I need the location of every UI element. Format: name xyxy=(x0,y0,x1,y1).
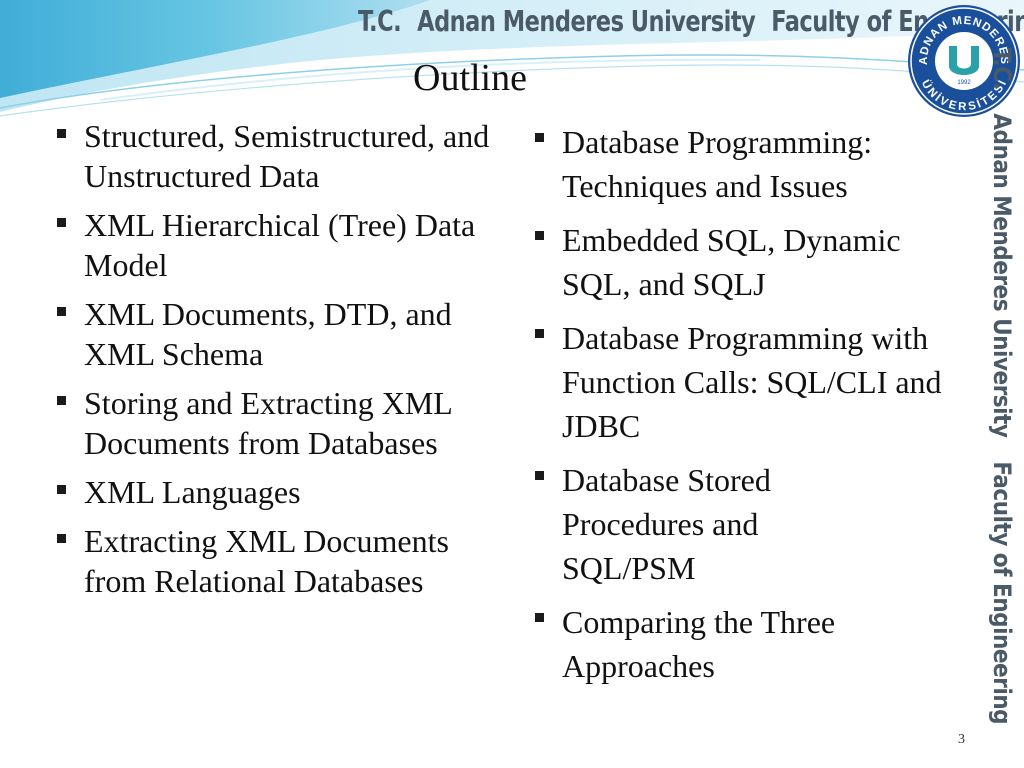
list-item: Database Stored Procedures and SQL/PSM xyxy=(532,458,862,590)
outline-list-right: Database Programming: Techniques and Iss… xyxy=(532,120,972,698)
list-item-text: XML Languages xyxy=(84,474,301,510)
list-item-text: Comparing the Three Approaches xyxy=(562,604,836,684)
list-item-text: XML Hierarchical (Tree) Data Model xyxy=(84,207,476,283)
list-item: XML Languages xyxy=(54,472,504,512)
list-item: XML Hierarchical (Tree) Data Model xyxy=(54,205,504,285)
list-item: Comparing the Three Approaches xyxy=(532,600,922,688)
list-item-text: Extracting XML Documents from Relational… xyxy=(84,523,449,599)
vbanner-faculty: Faculty of Engineering xyxy=(988,461,1016,725)
banner-tc: T.C. xyxy=(358,4,402,39)
list-item: XML Documents, DTD, and XML Schema xyxy=(54,294,504,374)
page-number: 3 xyxy=(958,732,965,747)
list-item: Embedded SQL, Dynamic SQL, and SQLJ xyxy=(532,218,972,306)
square-bullet-icon xyxy=(57,129,66,138)
list-item-text: Database Programming with Function Calls… xyxy=(562,320,942,444)
square-bullet-icon xyxy=(57,307,66,316)
list-item-text: Structured, Semistructured, and Unstruct… xyxy=(84,118,490,194)
banner-university: Adnan Menderes University xyxy=(417,4,756,39)
square-bullet-icon xyxy=(535,613,544,622)
list-item-text: Storing and Extracting XML Documents fro… xyxy=(84,385,452,461)
square-bullet-icon xyxy=(57,396,66,405)
square-bullet-icon xyxy=(535,329,544,338)
outline-list-left: Structured, Semistructured, and Unstruct… xyxy=(54,116,504,610)
list-item: Structured, Semistructured, and Unstruct… xyxy=(54,116,504,196)
university-logo: ADNAN MENDERES ÜNİVERSİTESİ 1992 xyxy=(908,5,1020,117)
list-item: Database Programming: Techniques and Iss… xyxy=(532,120,962,208)
logo-year: 1992 xyxy=(957,80,971,86)
square-bullet-icon xyxy=(57,485,66,494)
list-item: Database Programming with Function Calls… xyxy=(532,316,957,448)
vbanner-tc: T.C. xyxy=(988,47,1016,90)
list-item: Extracting XML Documents from Relational… xyxy=(54,521,454,601)
list-item-text: Embedded SQL, Dynamic SQL, and SQLJ xyxy=(562,222,901,302)
square-bullet-icon xyxy=(535,231,544,240)
list-item-text: XML Documents, DTD, and XML Schema xyxy=(84,296,452,372)
list-item-text: Database Programming: Techniques and Iss… xyxy=(562,124,873,204)
header-swoosh-decoration xyxy=(0,0,1024,117)
vbanner-university: Adnan Menderes University xyxy=(988,113,1016,438)
square-bullet-icon xyxy=(535,471,544,480)
square-bullet-icon xyxy=(57,534,66,543)
slide-title: Outline xyxy=(413,57,527,99)
list-item-text: Database Stored Procedures and SQL/PSM xyxy=(562,462,771,586)
list-item: Storing and Extracting XML Documents fro… xyxy=(54,383,454,463)
square-bullet-icon xyxy=(57,218,66,227)
logo-emblem-icon xyxy=(949,46,979,75)
vertical-university-banner: T.C. Adnan Menderes UniversityFaculty of … xyxy=(988,48,1016,748)
square-bullet-icon xyxy=(535,133,544,142)
